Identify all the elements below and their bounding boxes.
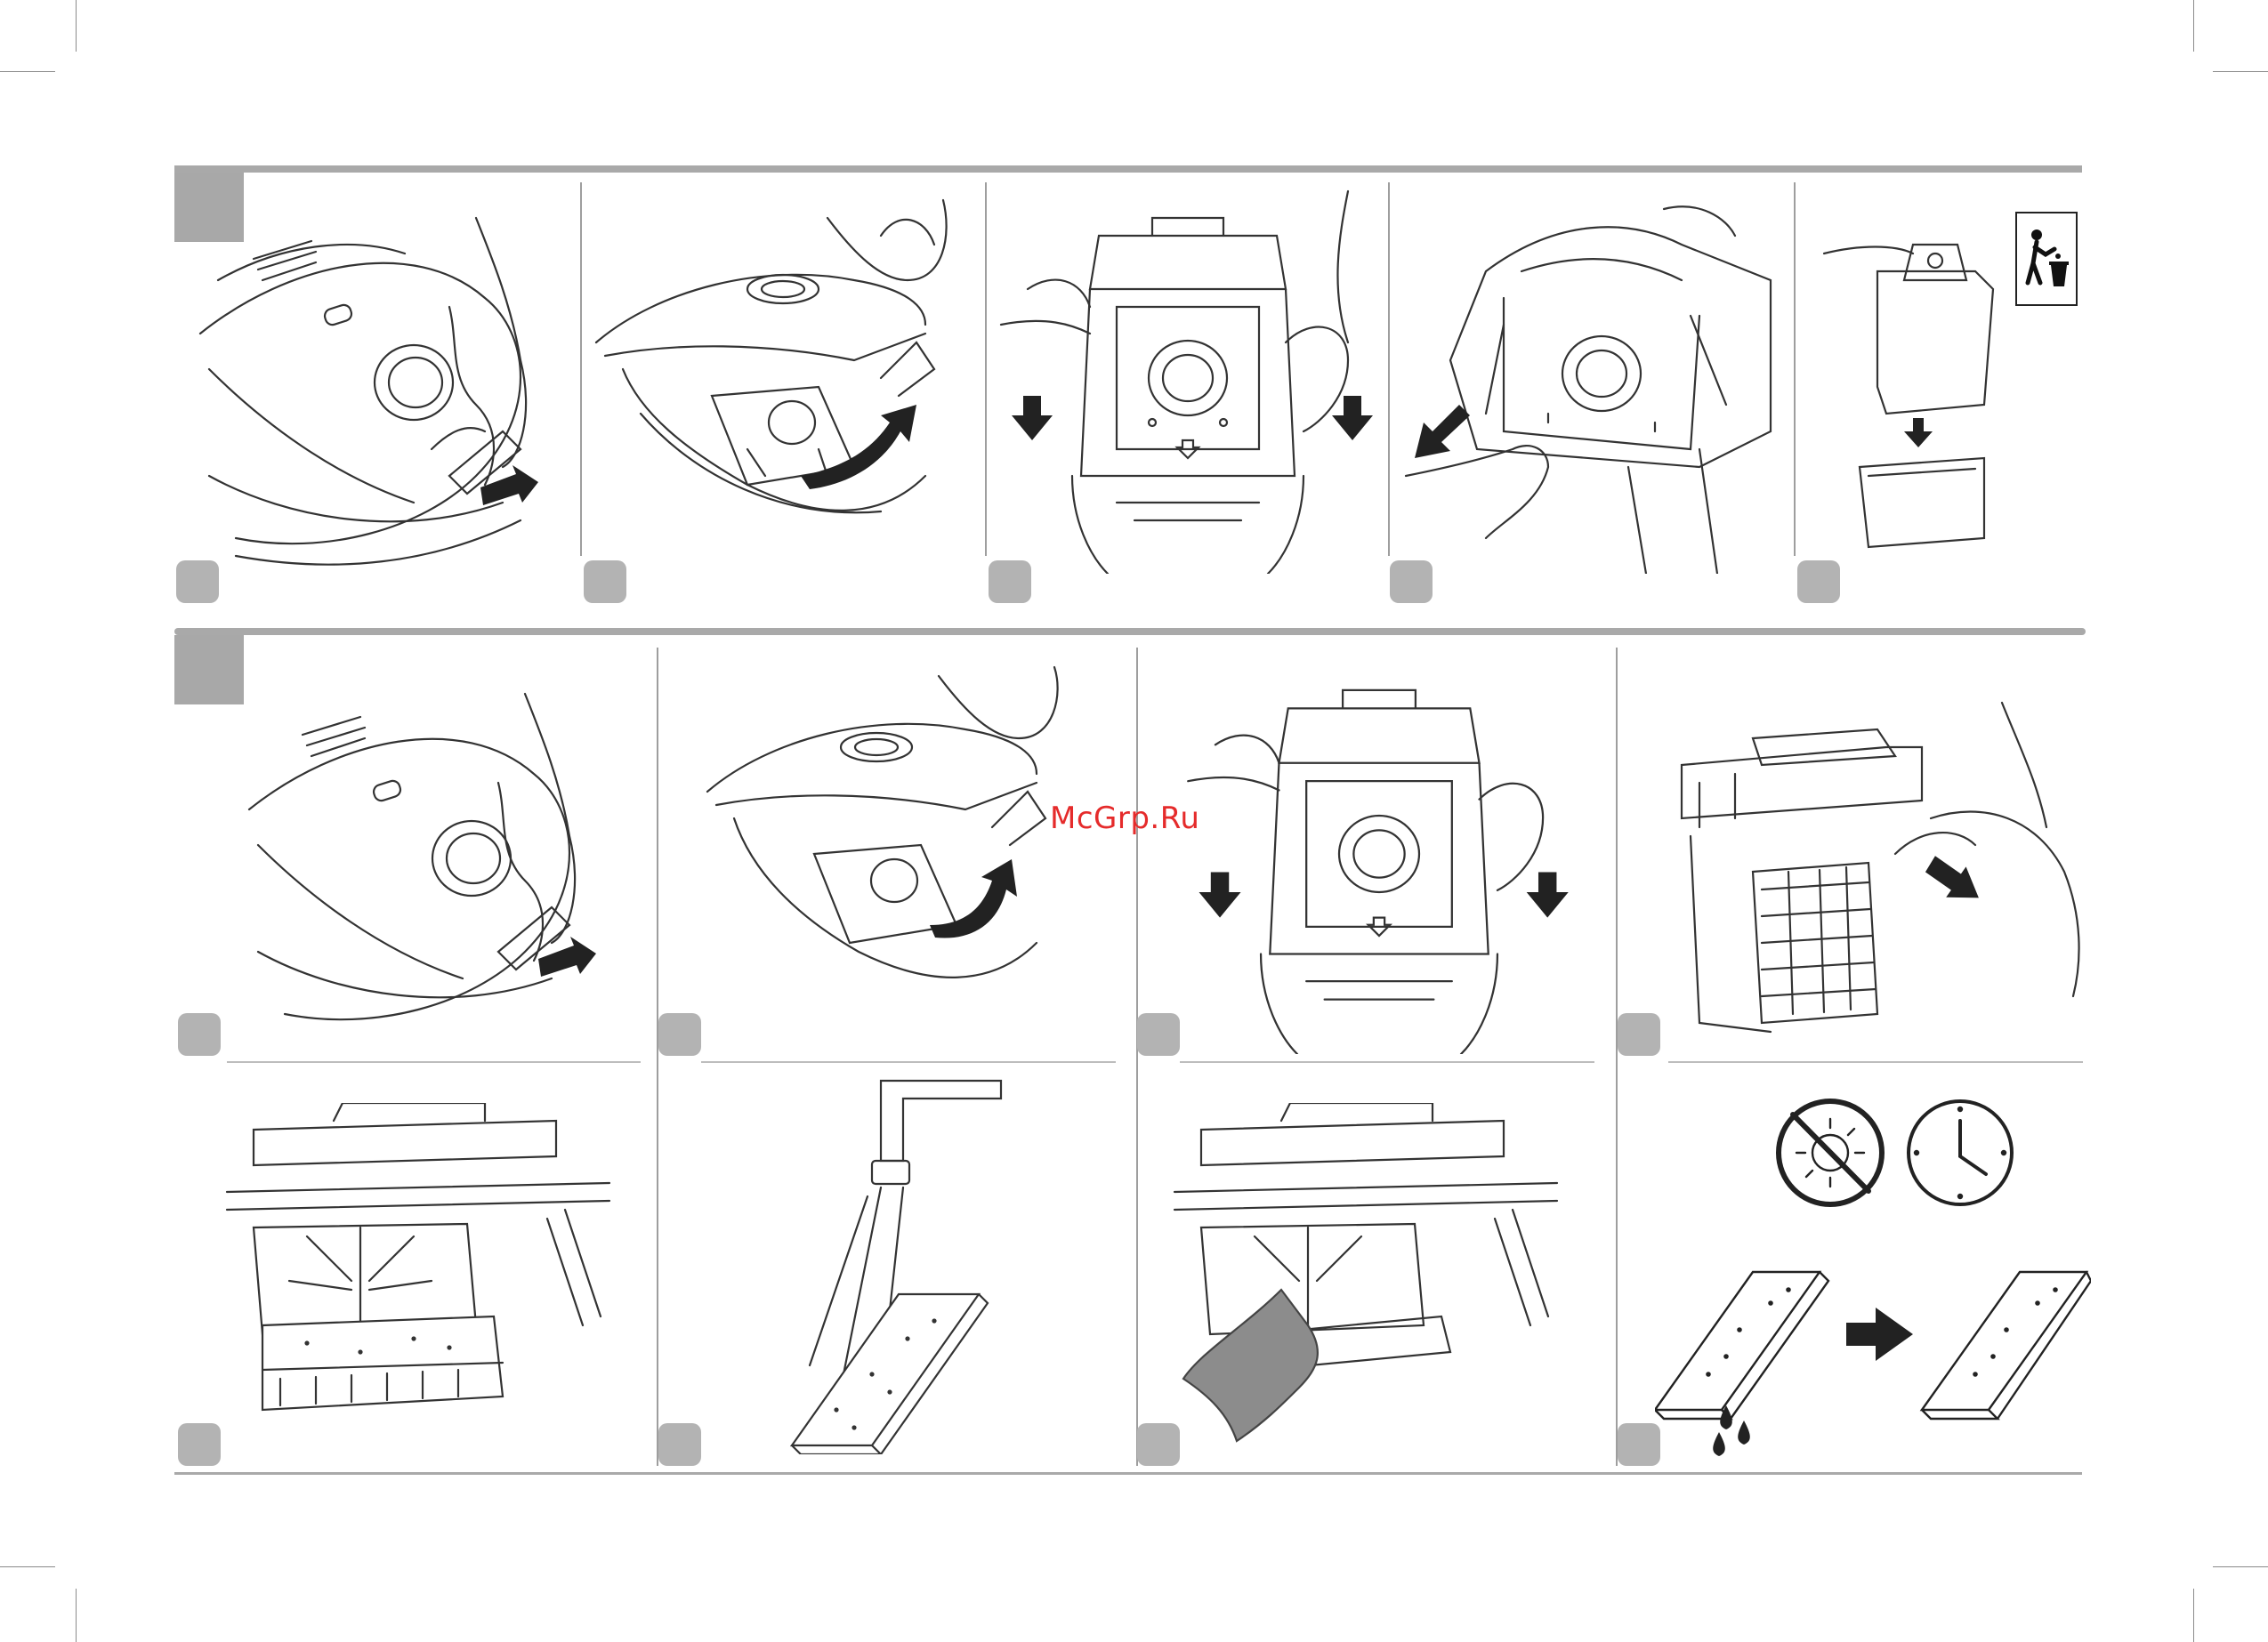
crop-mark bbox=[2213, 1566, 2268, 1567]
row-rule bbox=[701, 1061, 1116, 1063]
panel-divider bbox=[1794, 182, 1796, 556]
watermark: McGrp.Ru bbox=[1050, 801, 1199, 836]
illustration-rinse-filter bbox=[783, 1072, 1014, 1454]
step-badge bbox=[176, 560, 219, 603]
panel-divider bbox=[1616, 648, 1618, 1466]
illustration-filter-removed bbox=[218, 1103, 627, 1441]
panel-divider bbox=[1388, 182, 1390, 556]
crop-mark bbox=[76, 1589, 77, 1642]
step-badge bbox=[1137, 1423, 1180, 1466]
panel-divider bbox=[985, 182, 987, 556]
illustration-remove-bag-holder-2 bbox=[1174, 654, 1584, 1054]
row-rule bbox=[1668, 1061, 2083, 1063]
section-rule bbox=[174, 628, 2086, 635]
step-badge bbox=[1137, 1013, 1180, 1056]
water-drops-icon bbox=[1713, 1405, 1750, 1456]
step-badge bbox=[658, 1423, 701, 1466]
step-badge bbox=[658, 1013, 701, 1056]
panel-divider bbox=[657, 648, 658, 1466]
crop-mark bbox=[2193, 1589, 2194, 1642]
illustration-lift-lid-2 bbox=[685, 658, 1103, 1050]
illustration-dry-filter bbox=[1655, 1090, 2091, 1463]
section-rule bbox=[174, 165, 2082, 173]
step-badge bbox=[178, 1423, 221, 1466]
crop-mark bbox=[0, 71, 55, 72]
step-badge bbox=[1797, 560, 1840, 603]
step-badge bbox=[178, 1013, 221, 1056]
row-rule bbox=[227, 1061, 641, 1063]
illustration-wipe-filter-housing bbox=[1166, 1103, 1575, 1450]
step-badge bbox=[1618, 1013, 1660, 1056]
no-sun-icon bbox=[1779, 1101, 1882, 1204]
step-badge bbox=[584, 560, 626, 603]
drying-arrow-icon bbox=[1846, 1308, 1913, 1361]
clock-icon bbox=[1909, 1101, 2012, 1204]
panel-divider bbox=[1136, 648, 1138, 1466]
step-badge bbox=[1390, 560, 1433, 603]
recycle-bin-icon bbox=[2015, 212, 2078, 306]
illustration-remove-bag-holder bbox=[992, 182, 1384, 574]
bottom-rule bbox=[174, 1472, 2082, 1475]
illustration-slide-out-bag bbox=[1397, 182, 1788, 574]
row-rule bbox=[1180, 1061, 1594, 1063]
crop-mark bbox=[76, 0, 77, 52]
illustration-open-lid-latch bbox=[182, 182, 574, 574]
crop-mark bbox=[2193, 0, 2194, 52]
step-badge bbox=[989, 560, 1031, 603]
crop-mark bbox=[2213, 71, 2268, 72]
illustration-open-filter-grille bbox=[1664, 694, 2091, 1050]
illustration-open-lid-latch-2 bbox=[222, 676, 632, 1050]
illustration-discard-bag bbox=[1806, 182, 2020, 556]
illustration-lift-lid bbox=[587, 182, 979, 574]
panel-divider bbox=[580, 182, 582, 556]
step-badge bbox=[1618, 1423, 1660, 1466]
crop-mark bbox=[0, 1566, 55, 1567]
